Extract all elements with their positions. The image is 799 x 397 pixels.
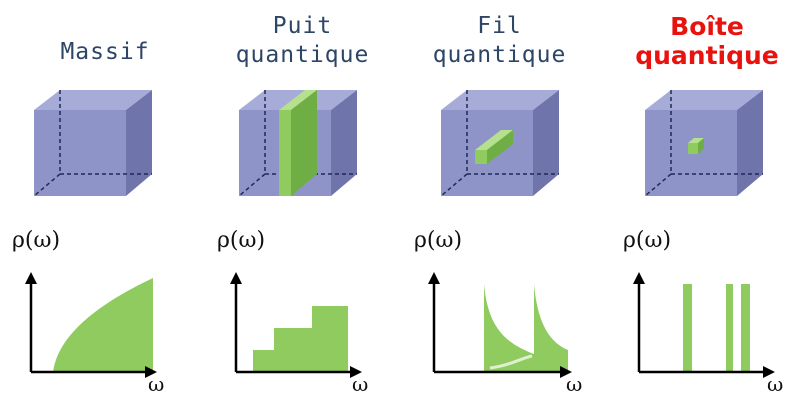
- dos-graph-puit: [230, 272, 362, 378]
- axes: [428, 272, 572, 378]
- quantum-dot: [688, 138, 704, 154]
- rho-label-fil: ρ(ω): [414, 228, 463, 253]
- dos-sqrt-area: [53, 278, 153, 372]
- title-massif: Massif: [20, 38, 190, 67]
- cube-puit: [238, 90, 357, 197]
- hidden-edges: [33, 90, 152, 197]
- quantum-wire-bar: [475, 130, 513, 164]
- title-fil-quantique: Fil quantique: [412, 12, 587, 70]
- cube-top-face: [34, 90, 152, 110]
- omega-label-massif: ω: [148, 372, 165, 396]
- rho-label-puit: ρ(ω): [217, 228, 266, 253]
- omega-label-fil: ω: [566, 372, 583, 396]
- title-boite-line1: Boîte: [670, 12, 744, 41]
- omega-label-puit: ω: [352, 372, 369, 396]
- axes: [230, 272, 362, 378]
- title-fil-line1: Fil: [477, 13, 522, 39]
- dos-delta-3: [741, 284, 750, 372]
- title-fil-line2: quantique: [432, 42, 567, 68]
- cube-top-face: [645, 90, 763, 110]
- dos-graph-boite: [633, 272, 775, 378]
- rho-label-massif: ρ(ω): [12, 228, 61, 253]
- dos-graph-fil: [428, 272, 572, 378]
- axes: [633, 272, 775, 378]
- title-puit-quantique: Puit quantique: [215, 12, 390, 70]
- cube-fil: [440, 90, 559, 197]
- title-boite-line2: quantique: [635, 41, 779, 70]
- cube-side-face: [126, 90, 152, 196]
- dos-step-area: [253, 306, 348, 372]
- hidden-edges: [644, 90, 763, 197]
- cube-front-face: [34, 110, 126, 196]
- title-massif-line1: Massif: [60, 39, 150, 65]
- quantum-well-slab: [279, 90, 317, 196]
- cube-massif: [33, 90, 152, 197]
- rho-label-boite: ρ(ω): [623, 228, 672, 253]
- omega-label-boite: ω: [767, 372, 784, 396]
- title-boite-quantique: Boîte quantique: [617, 12, 797, 70]
- title-puit-line1: Puit: [272, 13, 333, 39]
- cube-side-face: [533, 90, 559, 196]
- dos-delta-2: [726, 284, 733, 372]
- hidden-edges: [440, 90, 559, 197]
- dos-peak-area: [484, 284, 568, 372]
- dos-graph-massif: [25, 272, 157, 378]
- title-puit-line2: quantique: [235, 42, 370, 68]
- cube-side-face: [331, 90, 357, 196]
- cube-side-face: [737, 90, 763, 196]
- axes: [25, 272, 157, 378]
- cube-top-face: [441, 90, 559, 110]
- cube-boite: [644, 90, 763, 197]
- dos-delta-1: [683, 284, 692, 372]
